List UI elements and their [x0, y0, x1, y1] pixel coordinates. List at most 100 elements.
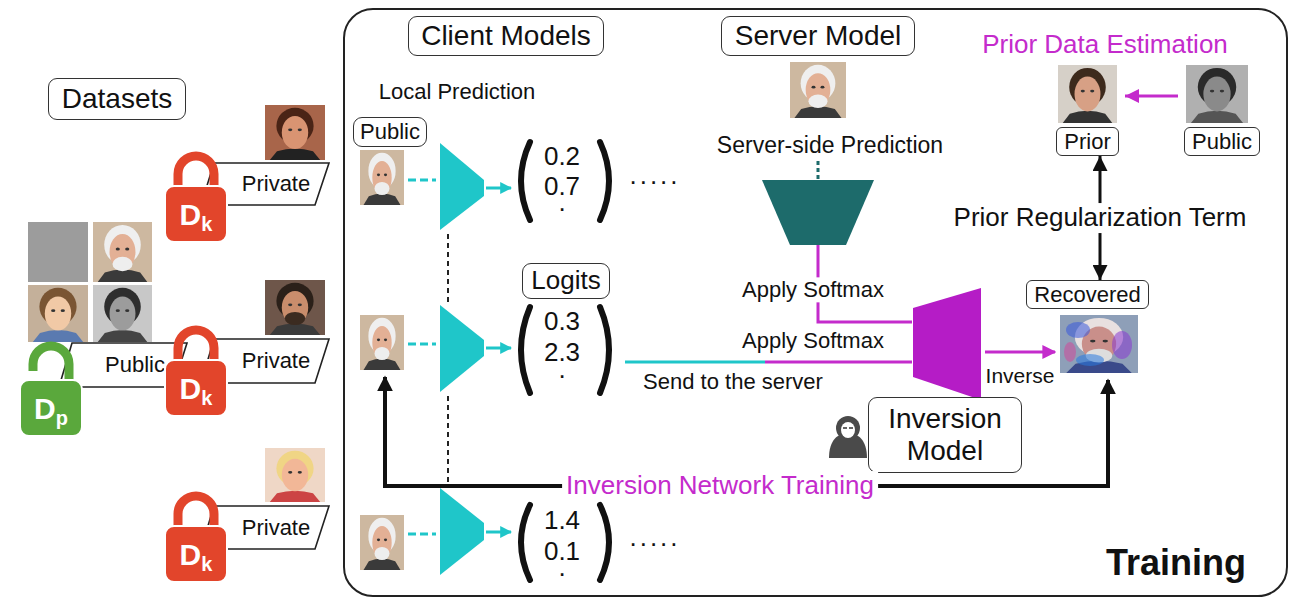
eye: [812, 86, 816, 89]
beard: [285, 312, 305, 325]
face: [282, 459, 308, 491]
shoulders: [794, 106, 841, 118]
attacker-mask: [841, 422, 855, 438]
node-label: Public: [1184, 127, 1260, 156]
bracket: [521, 505, 530, 580]
label-box: Datasets: [48, 78, 186, 119]
artifact: [1076, 354, 1104, 366]
client-model: [440, 305, 484, 392]
subscript: p: [56, 407, 68, 430]
lock-badge: Dk: [163, 324, 229, 418]
annotation: Prior Data Estimation: [982, 30, 1228, 60]
photos: [28, 62, 1248, 570]
lock-badge: Dp: [18, 344, 84, 438]
face: [110, 296, 136, 330]
softmax-line: [765, 361, 912, 364]
vector-entry: .: [558, 188, 565, 218]
eye: [1081, 90, 1085, 93]
server-model: [762, 180, 874, 245]
photo-ground: [360, 315, 404, 370]
eye: [1090, 90, 1094, 93]
node-label: Server Model: [735, 20, 902, 52]
dashed-link: [447, 234, 449, 302]
photo-ground: [93, 222, 152, 282]
vector-entry: 1.4: [544, 506, 580, 536]
bracket: [600, 505, 609, 580]
label-box: Inversion Model: [868, 397, 1022, 472]
bracket: [600, 307, 609, 393]
face-photo: [360, 315, 404, 370]
annotation: Send to the server: [643, 369, 823, 394]
node-label: Private: [242, 171, 310, 196]
eye: [1090, 340, 1095, 343]
photo-ground: [265, 448, 325, 502]
face-photo: [360, 515, 404, 570]
photo-ground: [93, 285, 152, 342]
photo-ground: [1060, 315, 1138, 373]
connector-arrow: [1125, 95, 1178, 98]
vector-entry: .....: [629, 161, 680, 191]
shoulders: [364, 358, 401, 370]
node-label: Training: [1106, 542, 1246, 583]
eye: [298, 128, 302, 131]
lock-body: [165, 360, 227, 416]
label-box: Logits: [522, 263, 610, 300]
beard: [375, 547, 390, 560]
node-label: Public: [105, 352, 165, 377]
inverse-arrow: [985, 351, 1055, 354]
output-arrow: [486, 531, 511, 534]
beard: [808, 94, 827, 107]
bracket: [521, 307, 530, 393]
artifact: [1064, 342, 1076, 362]
attacker-icon: [829, 416, 867, 458]
subscript: k: [201, 213, 212, 236]
photo-ground: [28, 285, 88, 342]
eye: [384, 338, 387, 341]
dataset-symbol: D: [180, 538, 202, 573]
annotation: Apply Softmax: [742, 328, 884, 353]
vector-entry: 0.2: [544, 142, 580, 172]
face-photo: [265, 280, 325, 335]
input-line: [408, 179, 436, 182]
vector-entry: .....: [629, 523, 680, 553]
lock-badge: Dk: [163, 150, 229, 244]
photo-ground: [1186, 65, 1248, 123]
send-line: [625, 361, 765, 364]
face: [1203, 77, 1230, 112]
eye: [384, 173, 387, 176]
eye: [298, 471, 302, 474]
annotation: Server-side Prediction: [717, 132, 943, 158]
node-label: Recovered: [1026, 280, 1148, 309]
photo-ground: [790, 62, 846, 118]
server-input: [817, 161, 820, 181]
attacker-eyes: [843, 427, 853, 429]
subscript: k: [201, 387, 212, 410]
eye: [288, 128, 292, 131]
lock-body: [20, 380, 82, 436]
photo-ground: [360, 515, 404, 570]
lock-shackle: [178, 496, 214, 530]
annotation: Inversion Network Training: [562, 471, 878, 501]
dataset-symbol: D: [34, 392, 56, 427]
eye: [384, 538, 387, 541]
face: [1075, 77, 1101, 112]
dataset-symbol: D: [180, 198, 202, 233]
beard: [375, 347, 390, 360]
output-arrow: [486, 347, 511, 350]
face-photo: [93, 285, 152, 342]
node-label: Prior: [1056, 127, 1118, 156]
shoulders: [270, 148, 320, 160]
eye: [1210, 90, 1214, 93]
eye: [377, 538, 380, 541]
annotation: Inverse: [986, 364, 1055, 388]
annotation: Apply Softmax: [738, 277, 888, 302]
node-label: Private: [242, 515, 310, 540]
node-label: Public: [360, 119, 420, 144]
face: [282, 116, 308, 149]
lock-shackle: [33, 346, 69, 384]
lock-body: [165, 186, 227, 242]
eye: [288, 471, 292, 474]
node-label: Private: [242, 348, 310, 373]
label-box: Client Models: [408, 16, 605, 55]
image-card: Prior: [1050, 62, 1125, 156]
